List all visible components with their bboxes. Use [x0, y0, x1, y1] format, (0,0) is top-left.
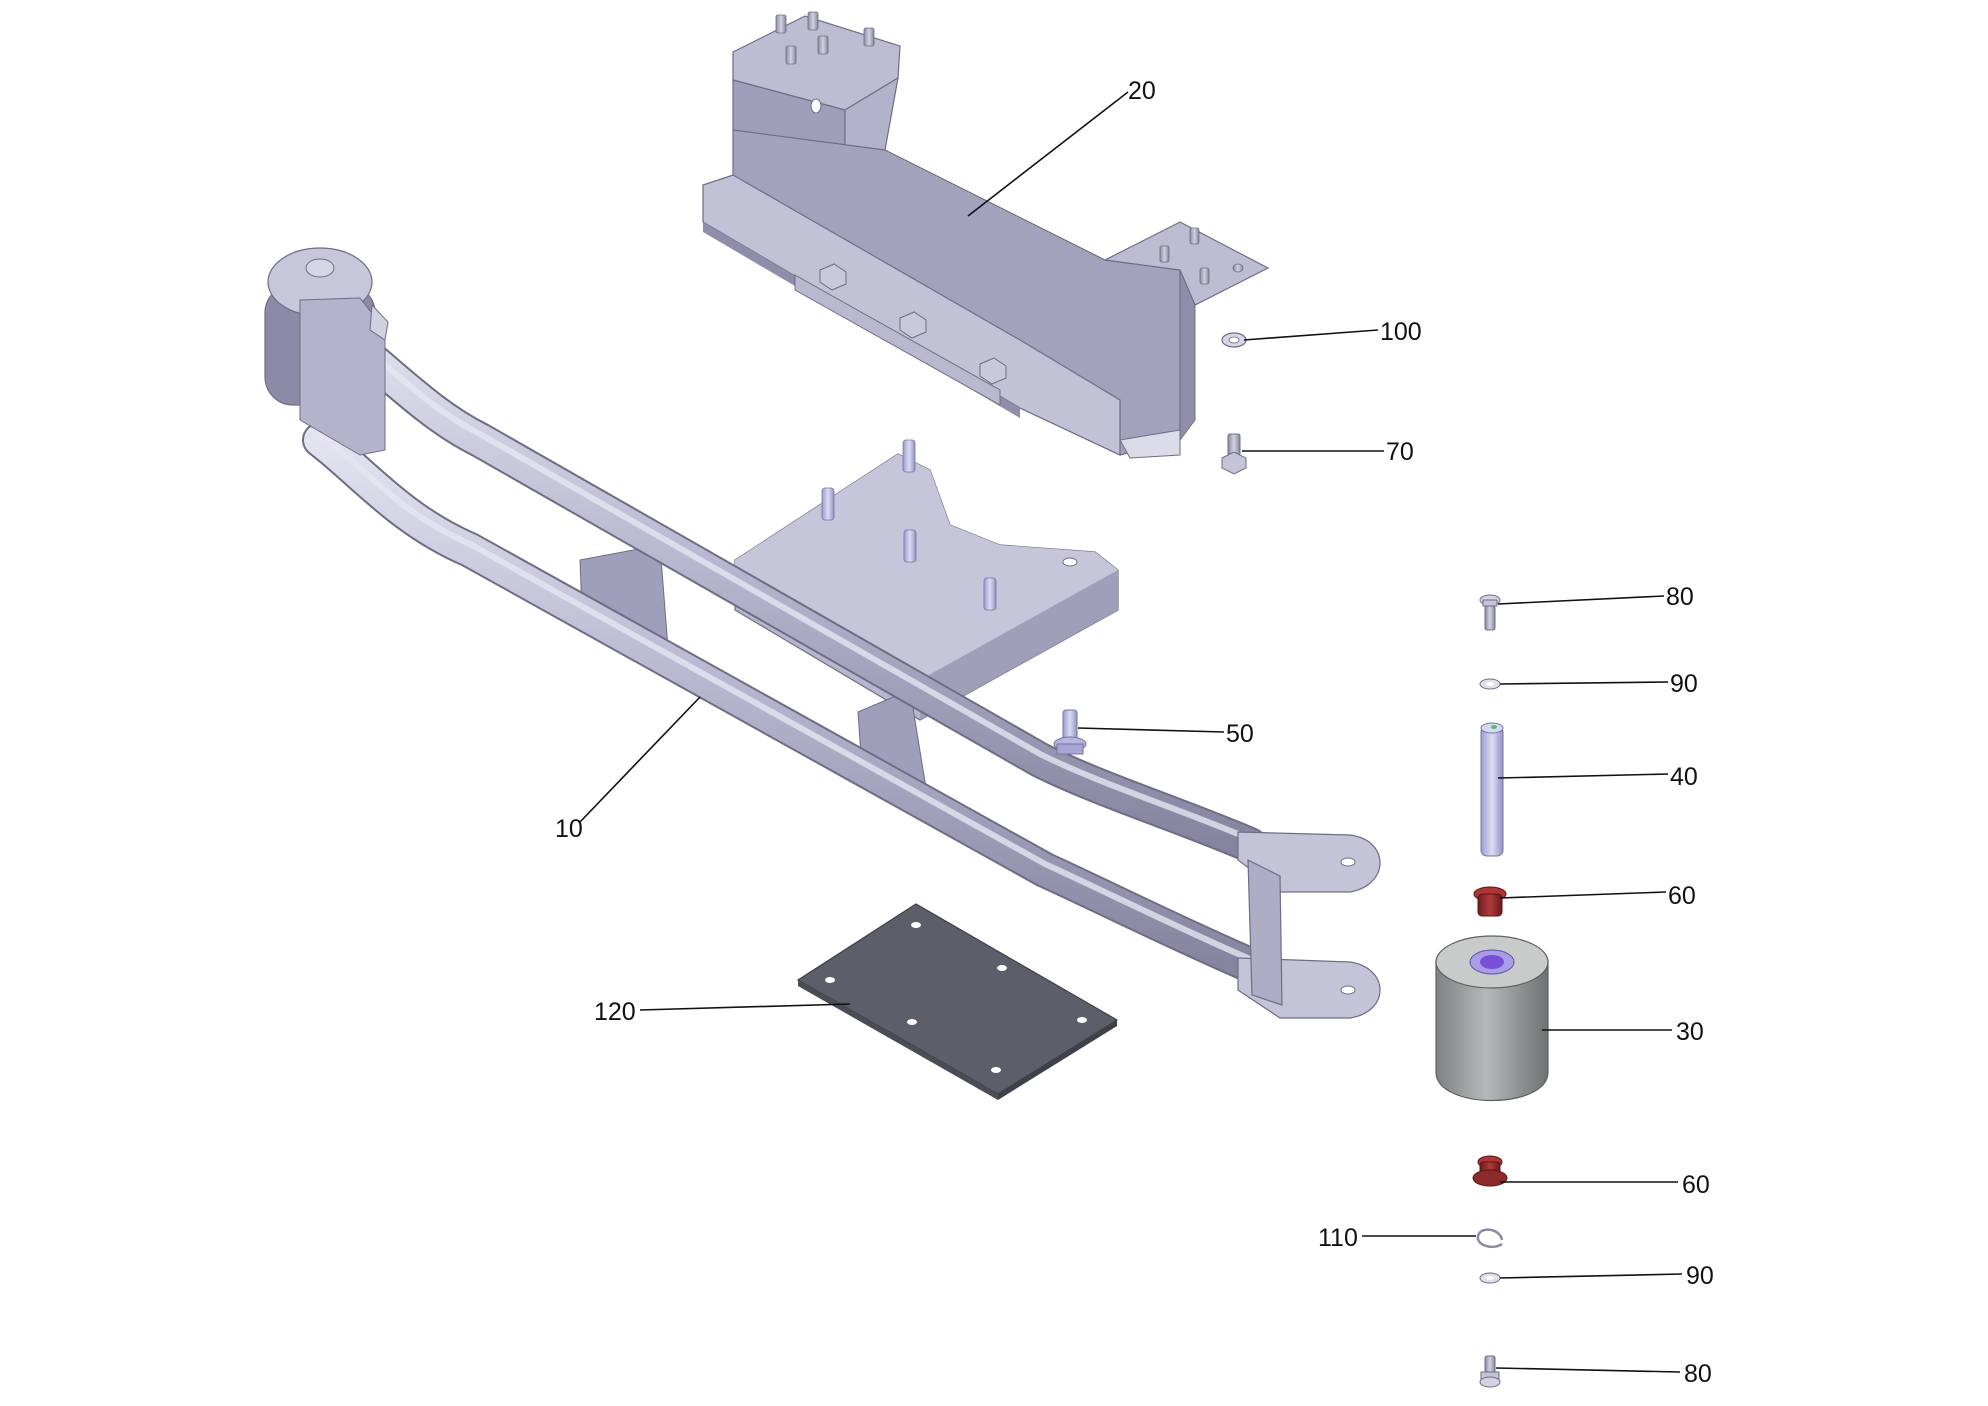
callout-20: 20 — [1128, 77, 1156, 105]
callout-60-bottom: 60 — [1682, 1171, 1710, 1199]
part-110-circlip — [1476, 1228, 1504, 1248]
part-60-bushing-bottom — [1472, 1155, 1508, 1187]
leader-80-bottom — [1495, 1367, 1681, 1373]
part-80-bolt-top — [1479, 594, 1501, 631]
bracket-lower-step — [794, 274, 1001, 406]
callout-60-top: 60 — [1668, 882, 1696, 910]
part-90-washer-top — [1479, 678, 1501, 690]
callout-120: 120 — [594, 998, 636, 1026]
bracket-right-drop — [1179, 269, 1196, 442]
bracket-nuts — [819, 263, 1007, 385]
callout-labels: 20 100 70 80 90 40 60 30 60 110 90 80 50… — [555, 77, 1714, 1388]
bracket-slot-hole — [810, 98, 822, 114]
callout-70: 70 — [1386, 438, 1414, 466]
frame-mount-plate-edge — [920, 570, 1118, 720]
leader-60-top — [1499, 891, 1667, 899]
part-100-washer — [1221, 332, 1247, 348]
callout-110: 110 — [1318, 1224, 1358, 1252]
pad-holes — [825, 922, 1087, 1073]
leader-20 — [967, 91, 1129, 217]
callout-10: 10 — [555, 815, 583, 843]
callout-50: 50 — [1226, 720, 1254, 748]
leader-10 — [579, 696, 701, 823]
callout-40: 40 — [1670, 763, 1698, 791]
callout-80-top: 80 — [1666, 583, 1694, 611]
leader-40 — [1497, 773, 1669, 779]
leader-90-bottom — [1499, 1273, 1683, 1279]
bracket-studs-left — [775, 11, 875, 65]
callout-80-bottom: 80 — [1684, 1360, 1712, 1388]
callout-90-bottom: 90 — [1686, 1262, 1714, 1290]
callout-30: 30 — [1676, 1018, 1704, 1046]
frame-mount-plate-top — [735, 454, 1118, 680]
part-70-bolt — [1221, 433, 1247, 475]
bracket-right-plate — [1103, 221, 1270, 306]
part-50-flanged-pin — [1053, 709, 1087, 755]
frame-left-pivot-housing — [264, 247, 389, 456]
bracket-bottom-lip — [1119, 429, 1181, 459]
part-40-pivot-pin — [1480, 722, 1504, 857]
part-30-roller — [1435, 935, 1549, 1102]
frame-mount-studs — [821, 439, 997, 611]
frame-mount-hole — [1062, 557, 1078, 567]
leader-120 — [639, 1003, 851, 1011]
leader-90-top — [1499, 681, 1669, 685]
leader-100 — [1243, 329, 1379, 341]
leader-50 — [1077, 727, 1225, 733]
leader-80-top — [1497, 595, 1665, 605]
callout-100: 100 — [1380, 318, 1422, 346]
part-120-rubber-pad — [796, 903, 1119, 1100]
frame-right-end-plates — [1237, 831, 1381, 1019]
bracket-studs-right — [1159, 227, 1244, 285]
part-20-upper-bracket — [702, 11, 1270, 459]
callout-90-top: 90 — [1670, 670, 1698, 698]
part-80-bolt-bottom — [1479, 1355, 1501, 1388]
leader-lines — [579, 91, 1683, 1373]
part-90-washer-bottom — [1479, 1272, 1501, 1284]
part-60-bushing-top — [1473, 886, 1507, 917]
part-10-tube-frame — [264, 247, 1381, 1019]
